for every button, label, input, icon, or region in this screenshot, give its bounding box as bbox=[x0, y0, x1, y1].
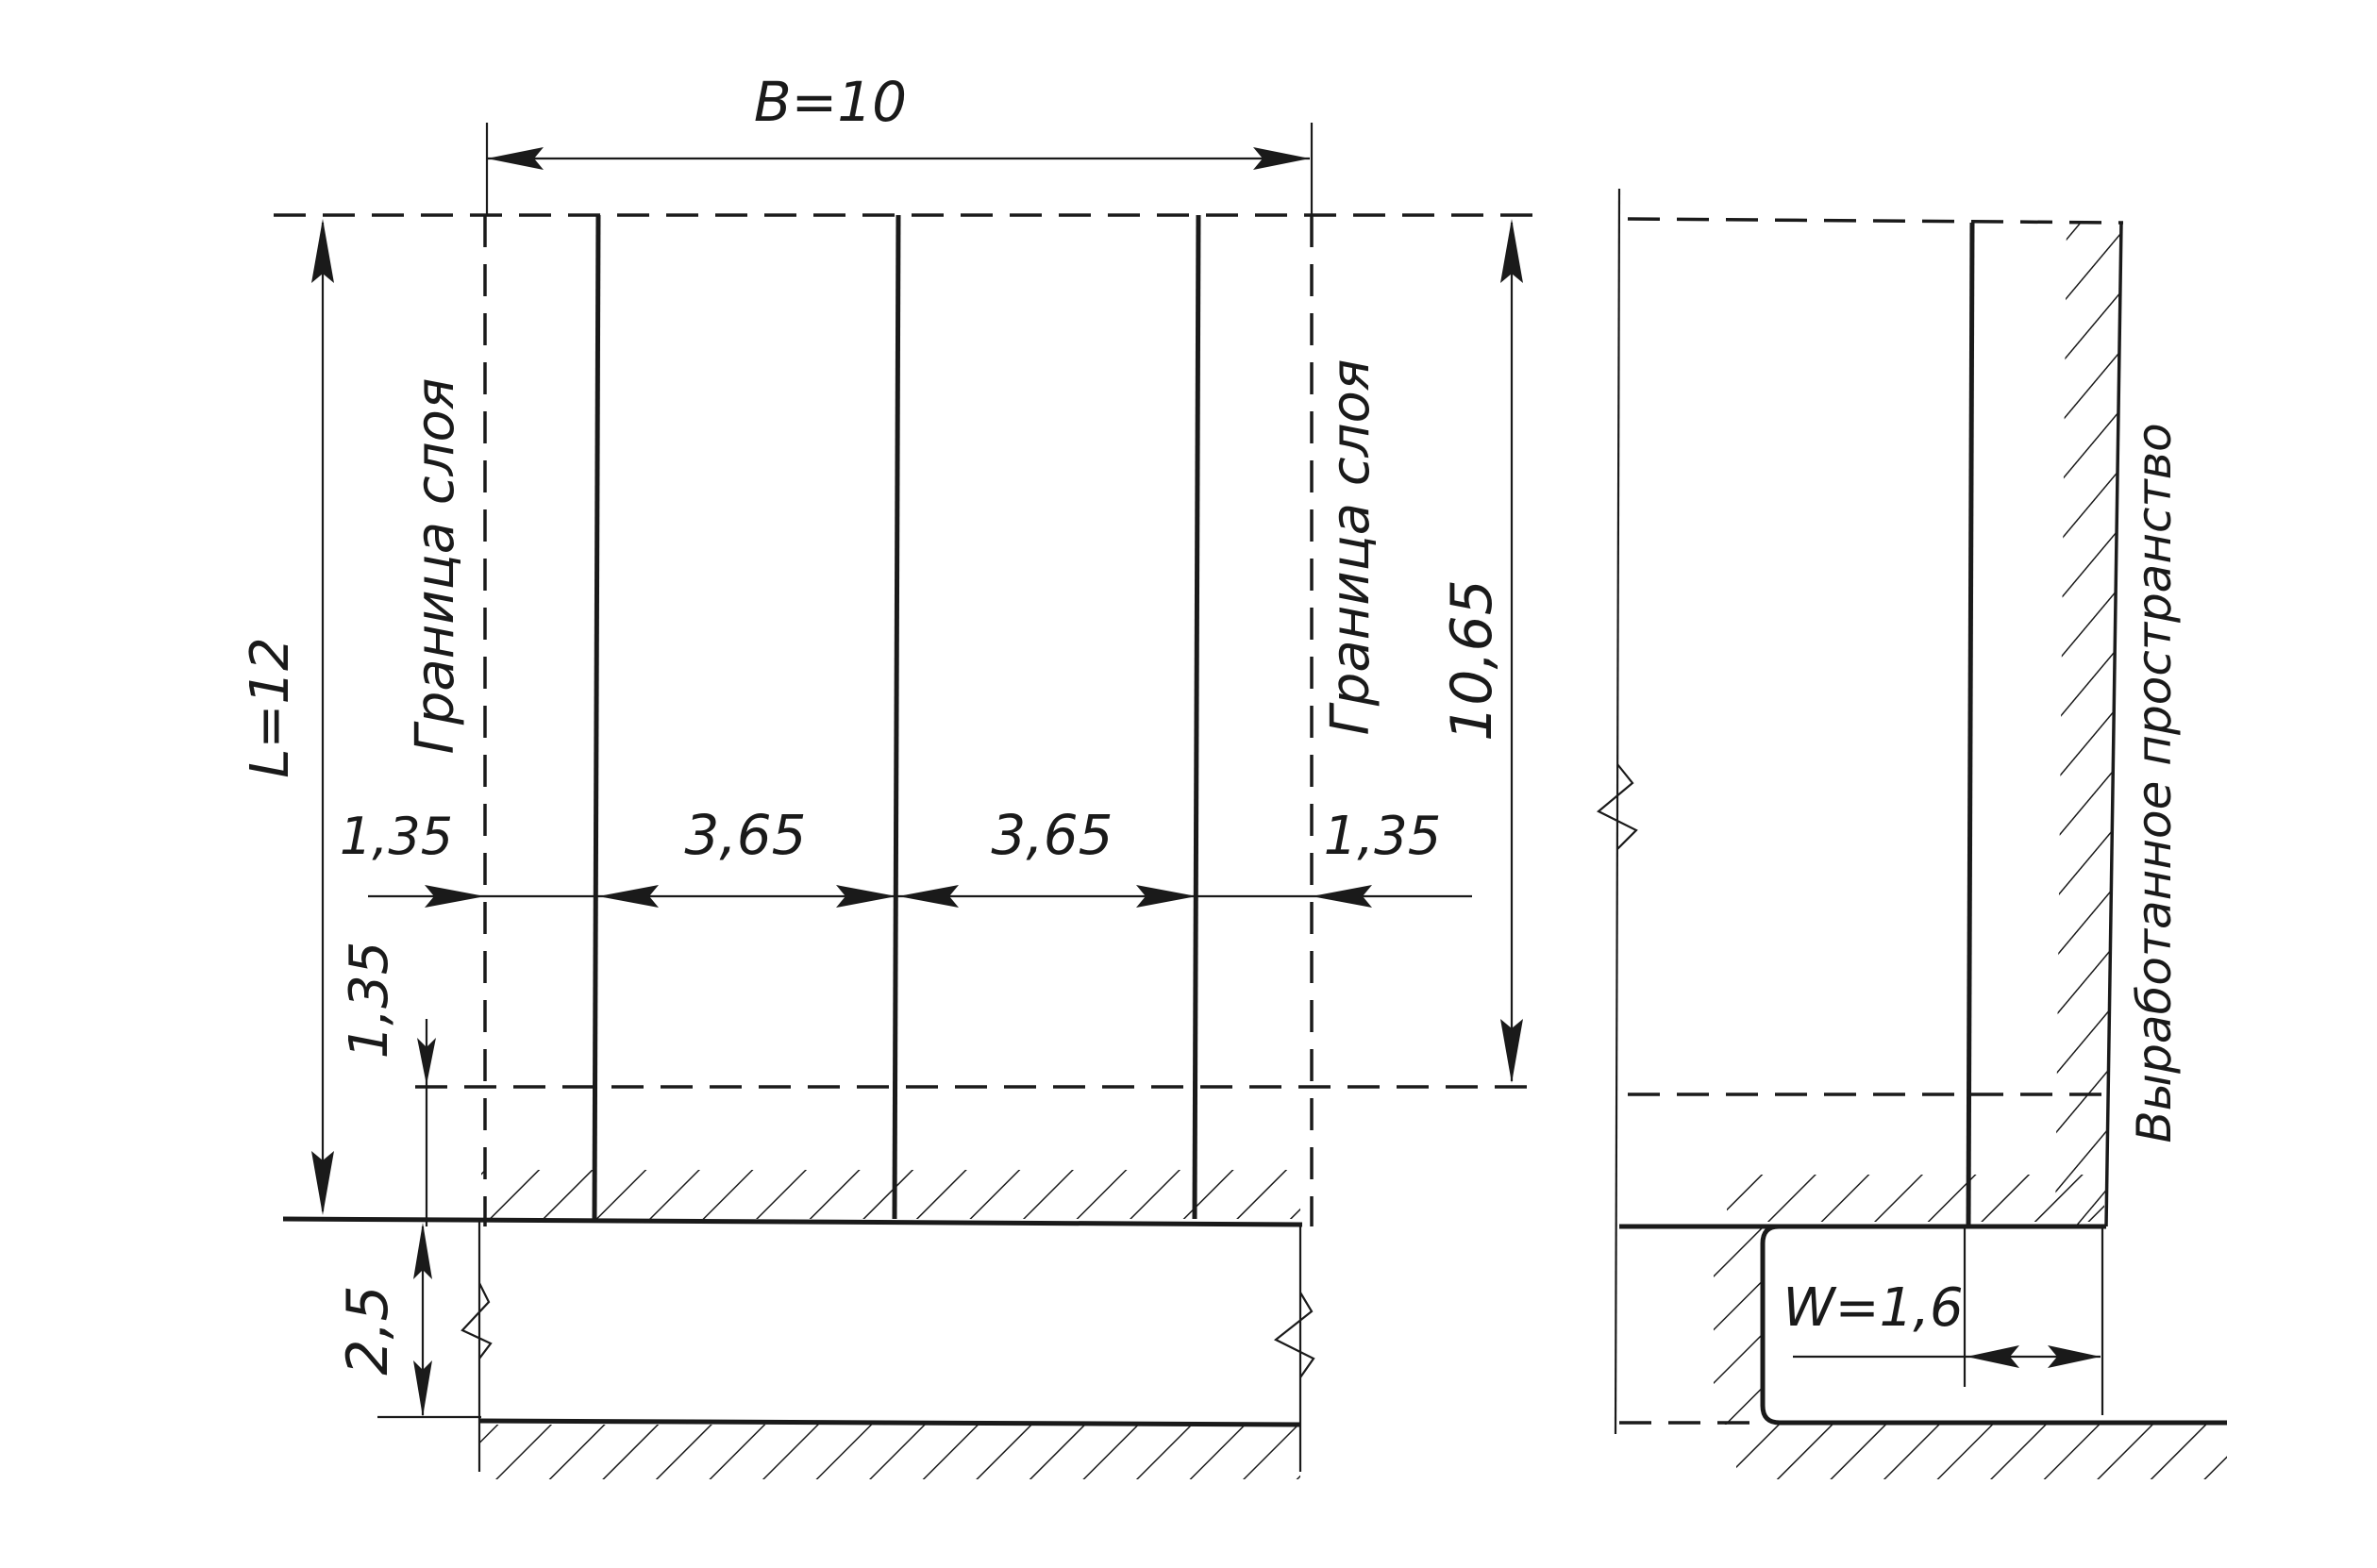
spacing-left-label: 1,35 bbox=[340, 807, 453, 866]
width-label: B=10 bbox=[754, 70, 907, 134]
spacing-b-label: 3,65 bbox=[991, 803, 1113, 867]
b-arrow-left bbox=[487, 147, 544, 170]
layer-boundary-left-label: Граница слоя bbox=[405, 378, 466, 755]
drift-line-3 bbox=[1192, 214, 1201, 1220]
depth-label: 10,65 bbox=[1439, 579, 1505, 742]
depth-arrow-top bbox=[1500, 219, 1523, 283]
depth-arrow-bottom bbox=[1500, 1019, 1523, 1083]
spacing-arrow-5 bbox=[1136, 885, 1197, 908]
spacing-arrow-6 bbox=[1312, 885, 1372, 908]
w-arrow-left bbox=[1967, 1345, 2019, 1368]
right-floor-hatch bbox=[1727, 1175, 2104, 1222]
layer-boundary-right-label: Граница слоя bbox=[1320, 359, 1381, 736]
entry-floor-hatch bbox=[479, 1425, 1300, 1479]
base-arrow-top bbox=[413, 1223, 432, 1279]
spacing-arrow-3 bbox=[836, 885, 896, 908]
floor-hatch bbox=[481, 1170, 1300, 1219]
w-arrow-right bbox=[2048, 1345, 2101, 1368]
break-mark-left bbox=[460, 1282, 493, 1359]
left-view: B=10 L=12 Граница слоя Граница слоя 10,6… bbox=[240, 70, 1548, 1479]
w-label: W=1,6 bbox=[1783, 1277, 1963, 1339]
drift-line-2 bbox=[892, 214, 901, 1220]
right-view: W=1,6 Выработанное пространство bbox=[1597, 188, 2227, 1479]
entry-floor-hatch-right bbox=[1736, 1425, 2227, 1479]
l-arrow-bottom bbox=[311, 1151, 334, 1215]
base-thickness-label: 2,5 bbox=[335, 1285, 401, 1375]
spacing-arrow-4 bbox=[898, 885, 959, 908]
spacing-arrow-2 bbox=[598, 885, 659, 908]
right-left-boundary bbox=[1614, 188, 1621, 1435]
drift-line-1 bbox=[592, 214, 601, 1220]
offset-label: 1,35 bbox=[339, 942, 400, 1059]
right-top-dashed-line bbox=[1627, 217, 2124, 225]
worked-space-hatch bbox=[2055, 223, 2121, 1226]
base-arrow-bottom bbox=[413, 1360, 432, 1417]
entry-floor-line bbox=[478, 1418, 1301, 1427]
b-arrow-right bbox=[1253, 147, 1310, 170]
offset-arrow-top bbox=[417, 1038, 436, 1085]
spacing-a-label: 3,65 bbox=[684, 803, 806, 867]
l-arrow-top bbox=[311, 219, 334, 283]
right-break-mark bbox=[1597, 763, 1638, 850]
entry-wall-hatch bbox=[1714, 1226, 1763, 1425]
right-drift-line bbox=[1966, 222, 1975, 1227]
break-mark-right bbox=[1273, 1292, 1315, 1378]
floor-line bbox=[282, 1216, 1303, 1227]
height-label: L=12 bbox=[240, 637, 301, 777]
spacing-right-label: 1,35 bbox=[1324, 806, 1442, 867]
worked-space-label: Выработанное пространство bbox=[2127, 423, 2182, 1143]
spacing-arrow-1 bbox=[425, 885, 485, 908]
